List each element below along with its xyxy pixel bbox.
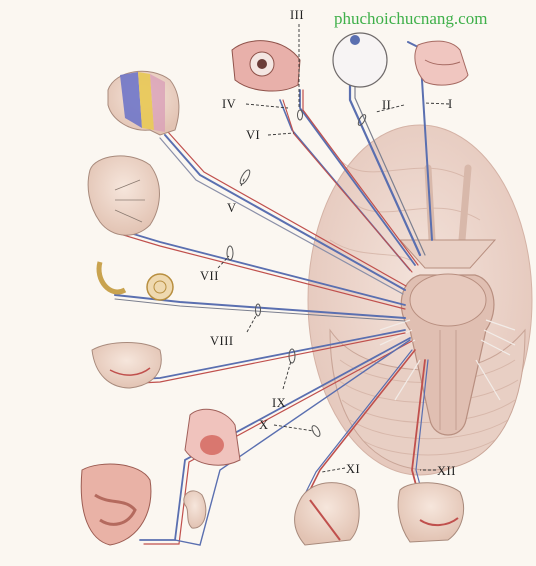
label-VI: VI bbox=[246, 128, 260, 142]
label-II: II bbox=[382, 98, 391, 112]
label-leader-lines bbox=[217, 24, 450, 473]
label-XI: XI bbox=[346, 462, 360, 476]
nerve-labels: III IV VI II I V VII VIII IX X XI XII bbox=[200, 8, 456, 478]
label-VII: VII bbox=[200, 269, 219, 283]
neck-muscles-illustration bbox=[294, 482, 360, 546]
label-I: I bbox=[448, 97, 453, 111]
watermark-text: phuchoichucnang.com bbox=[334, 9, 487, 28]
jaw-tongue-illustration bbox=[397, 482, 464, 543]
eye-muscles-illustration bbox=[231, 40, 301, 92]
heart-lungs-illustration bbox=[184, 408, 241, 466]
label-X: X bbox=[259, 418, 269, 432]
nose-illustration bbox=[414, 40, 469, 86]
label-IV: IV bbox=[222, 97, 236, 111]
inner-ear-illustration bbox=[96, 261, 174, 301]
brain-illustration bbox=[307, 124, 533, 476]
head-facial-illustration bbox=[87, 155, 160, 236]
label-XII: XII bbox=[437, 464, 456, 478]
label-VIII: VIII bbox=[210, 334, 234, 348]
label-V: V bbox=[227, 201, 237, 215]
label-III: III bbox=[290, 8, 304, 22]
mouth-tongue-illustration bbox=[91, 342, 162, 389]
digestive-organs-illustration bbox=[80, 463, 152, 546]
label-IX: IX bbox=[272, 396, 286, 410]
eyeball-illustration bbox=[332, 32, 388, 88]
ear-illustration bbox=[183, 490, 207, 529]
head-trigeminal-illustration bbox=[107, 70, 180, 136]
